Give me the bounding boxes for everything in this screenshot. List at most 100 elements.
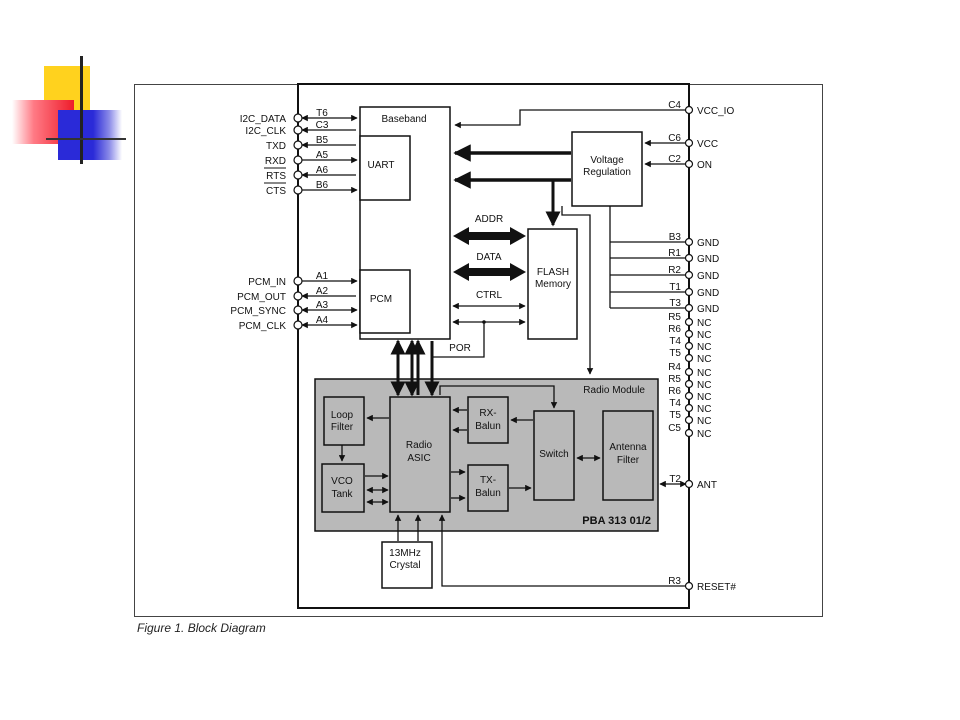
left-pin-number: A4 <box>316 315 329 326</box>
left-pin-number: A1 <box>316 271 329 282</box>
left-pin-number: A3 <box>316 300 329 311</box>
left-pin-signal: PCM_SYNC <box>230 306 286 317</box>
left-pin-number: C3 <box>316 120 329 131</box>
right-pin-number: C6 <box>668 133 681 144</box>
right-pin-circle <box>684 403 694 413</box>
crystal-label-1: 13MHz <box>389 548 421 559</box>
right-pin-number: R6 <box>668 324 681 335</box>
right-pin-signal: NC <box>697 380 711 391</box>
crystal-label-2: Crystal <box>389 560 420 571</box>
right-pin-signal: VCC_IO <box>697 106 734 117</box>
tx-balun-block <box>467 464 509 512</box>
antenna-filter-label-2: Filter <box>617 455 640 466</box>
tx-balun-label-1: TX- <box>480 475 496 486</box>
addr-bus-arrow <box>453 227 526 245</box>
baseband-label: Baseband <box>381 114 426 125</box>
right-pin-number: R4 <box>668 362 681 373</box>
right-pin-number: R5 <box>668 374 681 385</box>
decor-blue-square <box>58 110 122 160</box>
gnd-lines <box>610 241 686 309</box>
switch-block <box>533 410 575 501</box>
left-pin-signal: I2C_CLK <box>245 126 286 137</box>
figure-caption: Figure 1. Block Diagram <box>137 621 266 635</box>
right-pin-signal: ON <box>697 160 712 171</box>
right-pin-signal: NC <box>697 342 711 353</box>
right-pin-signal: NC <box>697 318 711 329</box>
loop-filter-label-1: Loop <box>331 410 354 421</box>
left-pin-signal: RTS <box>266 171 286 182</box>
right-pin-circle <box>684 303 694 313</box>
right-pin-signal: NC <box>697 392 711 403</box>
right-pin-circle <box>684 287 694 297</box>
right-pin-number: T1 <box>669 282 681 293</box>
vco-tank-label-1: VCO <box>331 476 353 487</box>
voltage-regulation-label-1: Voltage <box>590 155 624 166</box>
addr-label: ADDR <box>475 214 503 225</box>
radio-asic-label-1: Radio <box>406 440 433 451</box>
right-pin-circle <box>684 317 694 327</box>
left-pin-number: B6 <box>316 180 329 191</box>
right-pin-circle <box>684 367 694 377</box>
right-pin-signal: NC <box>697 416 711 427</box>
right-pin-circle <box>684 391 694 401</box>
left-pin-signal: CTS <box>266 186 286 197</box>
switch-label: Switch <box>539 449 568 460</box>
left-signal-lines <box>301 114 358 329</box>
pcm-label: PCM <box>370 294 392 305</box>
rx-balun-label-2: Balun <box>475 421 501 432</box>
crystal-links <box>394 514 422 541</box>
left-pin-signal: PCM_IN <box>248 277 286 288</box>
por-label: POR <box>449 343 471 354</box>
left-pin-number: A2 <box>316 286 329 297</box>
right-pin-circle <box>684 105 694 115</box>
tx-balun-label-2: Balun <box>475 488 501 499</box>
right-pin-signal: GND <box>697 271 719 282</box>
flash-memory-block <box>527 228 578 340</box>
uart-block <box>359 135 411 201</box>
flash-label-2: Memory <box>535 279 571 290</box>
left-pin-signal: RXD <box>265 156 286 167</box>
right-pin-number: T4 <box>669 398 681 409</box>
radio-asic-block <box>389 396 451 513</box>
left-pin-circle <box>293 155 303 165</box>
right-pin-circle <box>684 581 694 591</box>
right-pin-number: T2 <box>669 474 681 485</box>
left-pin-circle <box>293 113 303 123</box>
crystal-block <box>381 541 433 589</box>
right-pin-number: C5 <box>668 423 681 434</box>
left-pin-number: B5 <box>316 135 329 146</box>
left-pin-number: A6 <box>316 165 329 176</box>
left-pins: T6I2C_DATAC3I2C_CLKB5TXDA5RXDA6RTSB6CTSA… <box>230 108 328 332</box>
vco-tank-label-2: Tank <box>331 489 353 500</box>
reset-line <box>438 514 686 587</box>
left-pin-circle <box>293 305 303 315</box>
right-pin-signal: NC <box>697 404 711 415</box>
right-pin-circle <box>684 237 694 247</box>
left-pin-circle <box>293 291 303 301</box>
decor-horizontal-line <box>46 138 126 140</box>
right-pin-circle <box>684 428 694 438</box>
right-pin-number: T4 <box>669 336 681 347</box>
right-pin-signal: ANT <box>697 480 717 491</box>
radio-module-label: Radio Module <box>583 385 645 396</box>
por-line <box>433 322 485 358</box>
radio-internal-arrows <box>338 385 687 506</box>
left-pin-circle <box>293 276 303 286</box>
right-pin-signal: GND <box>697 304 719 315</box>
right-pin-signal: GND <box>697 288 719 299</box>
antenna-filter-label-1: Antenna <box>609 442 647 453</box>
vreg-to-radio <box>561 206 594 375</box>
right-pin-circle <box>684 159 694 169</box>
radio-asic-label-2: ASIC <box>407 453 430 464</box>
right-pin-circle <box>684 253 694 263</box>
right-pin-number: B3 <box>669 232 682 243</box>
left-pin-circle <box>293 140 303 150</box>
loop-filter-block <box>323 396 365 446</box>
right-pin-circle <box>684 415 694 425</box>
vco-tank-block <box>321 463 365 513</box>
right-pin-signal: GND <box>697 238 719 249</box>
decor-vertical-line <box>80 56 83 164</box>
right-pin-number: R3 <box>668 576 681 587</box>
rx-balun-block <box>467 396 509 444</box>
